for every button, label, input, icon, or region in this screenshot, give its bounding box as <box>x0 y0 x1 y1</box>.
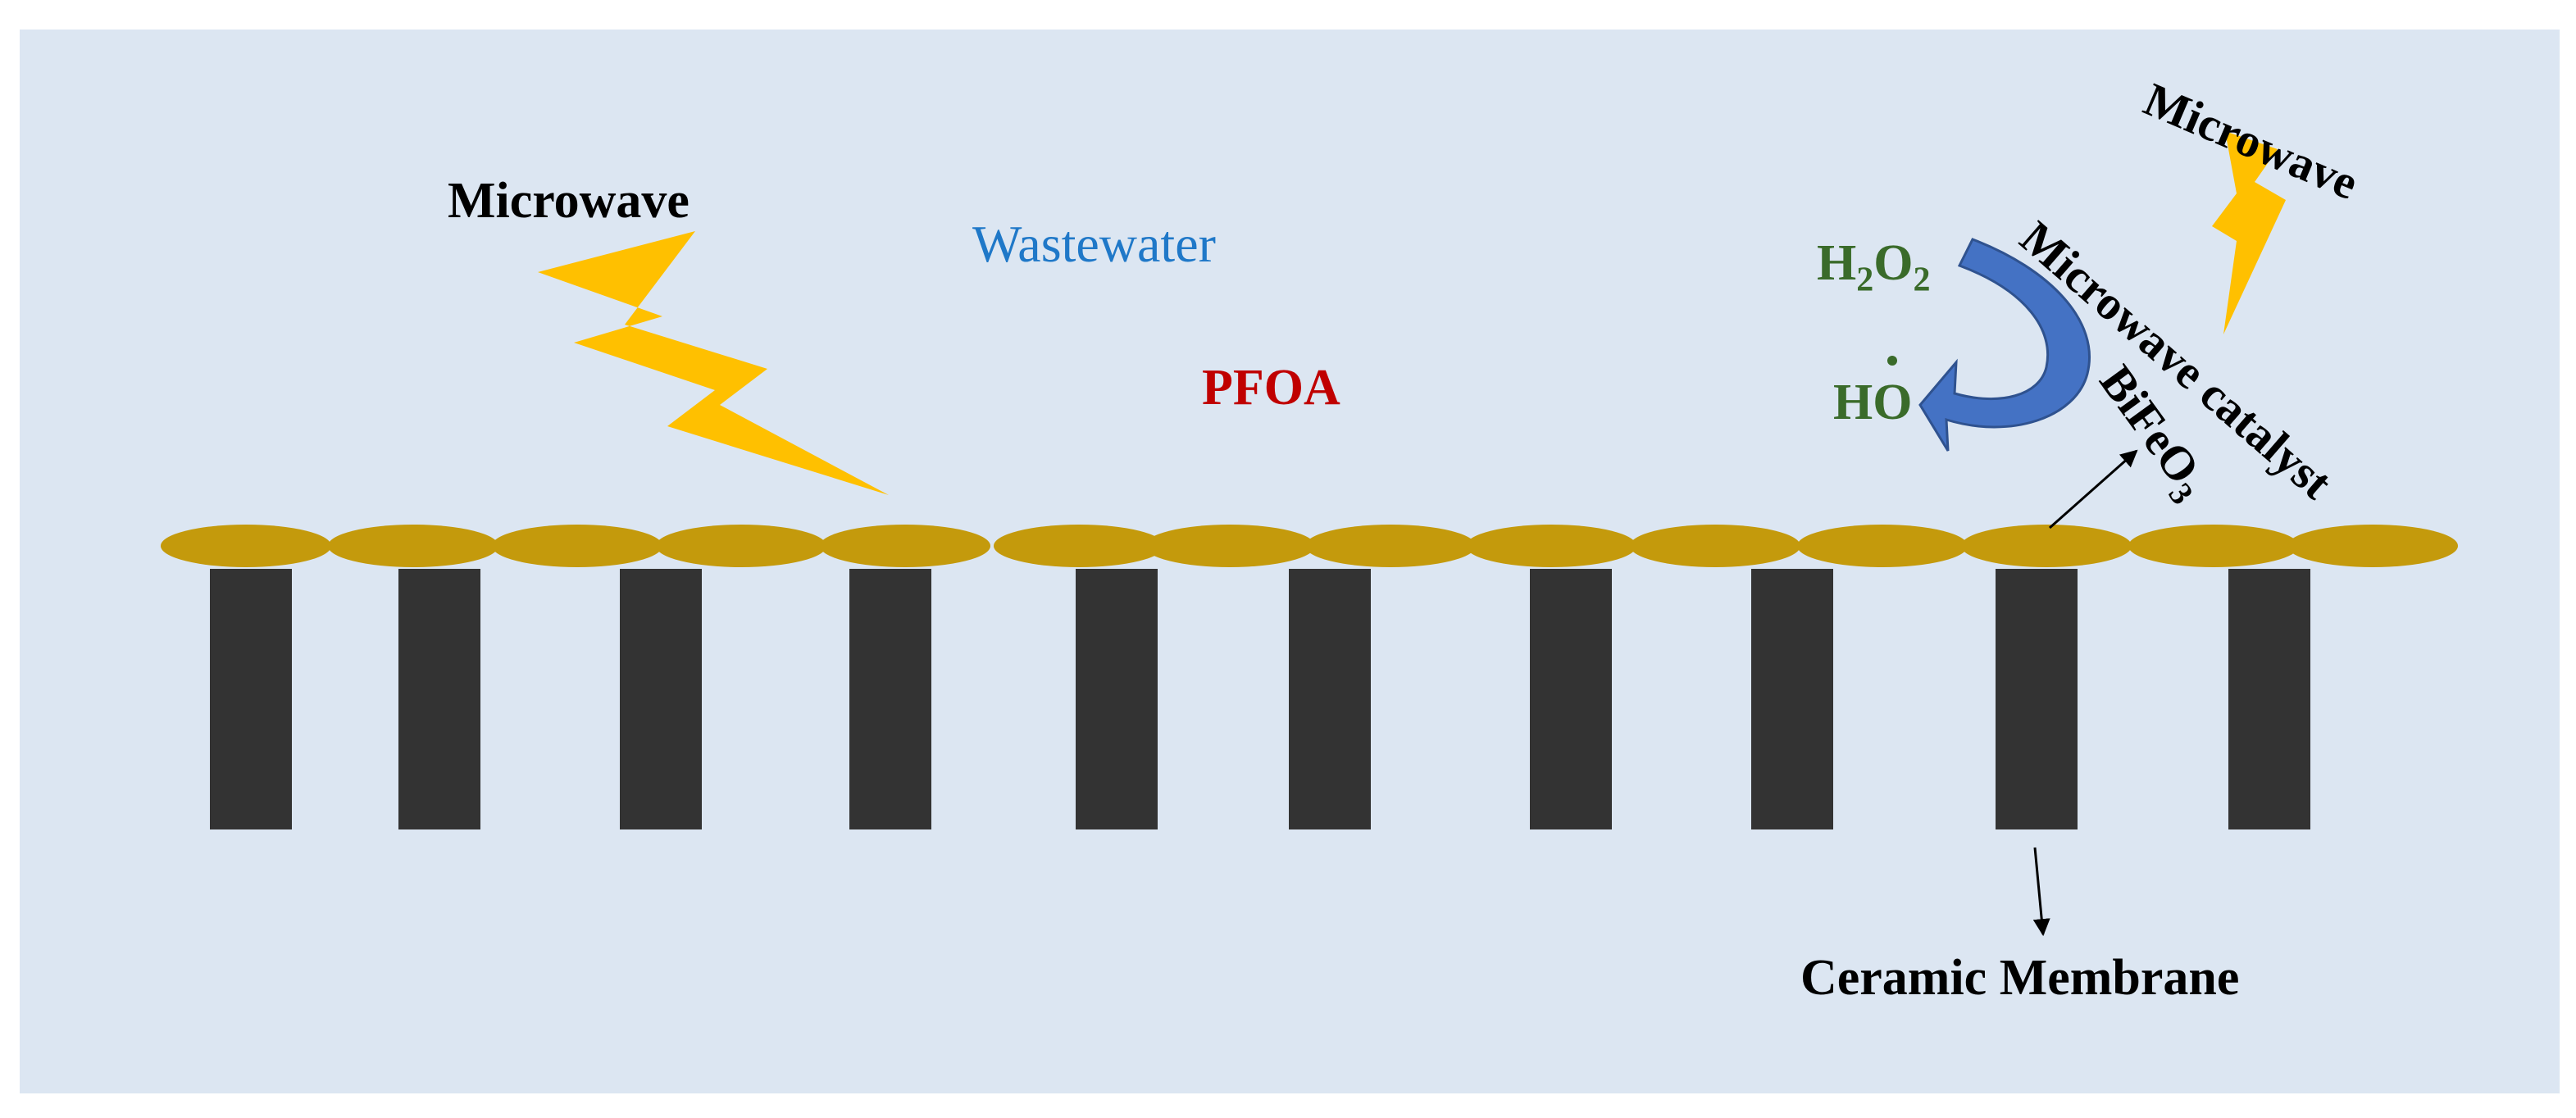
membrane-pillar <box>1530 569 1612 829</box>
catalyst-disc <box>994 525 1164 567</box>
membrane-pillar <box>1289 569 1371 829</box>
catalyst-disc <box>1305 525 1476 567</box>
h2o2-sub-2: 2 <box>1913 261 1931 299</box>
catalyst-disc <box>1466 525 1636 567</box>
membrane-pillar <box>210 569 292 829</box>
catalyst-disc <box>656 525 826 567</box>
catalyst-disc <box>2128 525 2299 567</box>
h2o2-h: H <box>1817 235 1857 291</box>
ceramic-membrane-pillars <box>210 569 2310 829</box>
pfoa-label: PFOA <box>1202 360 1340 416</box>
hydrogen-peroxide-label: H2O2 <box>1817 238 1930 297</box>
h2o2-sub-1: 2 <box>1856 261 1874 299</box>
catalyst-disc <box>328 525 498 567</box>
catalyst-disc <box>492 525 662 567</box>
curved-arrow-icon <box>1918 238 2091 452</box>
ho-o: O <box>1873 375 1913 430</box>
membrane-pillar <box>620 569 702 829</box>
membrane-pillar <box>1751 569 1833 829</box>
ceramic-membrane-pointer-arrow <box>2032 847 2050 937</box>
microwave-label-left: Microwave <box>448 173 690 229</box>
membrane-pillar <box>398 569 480 829</box>
membrane-pillar <box>1076 569 1158 829</box>
h2o2-o: O <box>1873 235 1914 291</box>
lightning-bolt-icon <box>538 231 889 495</box>
membrane-pillar <box>2228 569 2310 829</box>
ho-o-wrap: O <box>1873 356 1913 430</box>
bifeo3-pointer-arrow <box>2049 449 2138 529</box>
catalyst-disc <box>1145 525 1315 567</box>
radical-dot-icon <box>1887 356 1898 366</box>
catalyst-disc <box>1630 525 1800 567</box>
membrane-pillar <box>849 569 931 829</box>
catalyst-layer <box>161 525 2458 567</box>
catalyst-disc <box>1961 525 2132 567</box>
catalyst-disc <box>820 525 990 567</box>
ho-h: H <box>1833 375 1873 430</box>
wastewater-label: Wastewater <box>972 215 1216 273</box>
ceramic-membrane-label: Ceramic Membrane <box>1800 950 2240 1006</box>
membrane-pillar <box>1996 569 2078 829</box>
catalyst-disc <box>1797 525 1968 567</box>
catalyst-disc <box>161 525 331 567</box>
lightning-bolt-icon <box>2212 131 2286 334</box>
catalyst-disc <box>2287 525 2458 567</box>
